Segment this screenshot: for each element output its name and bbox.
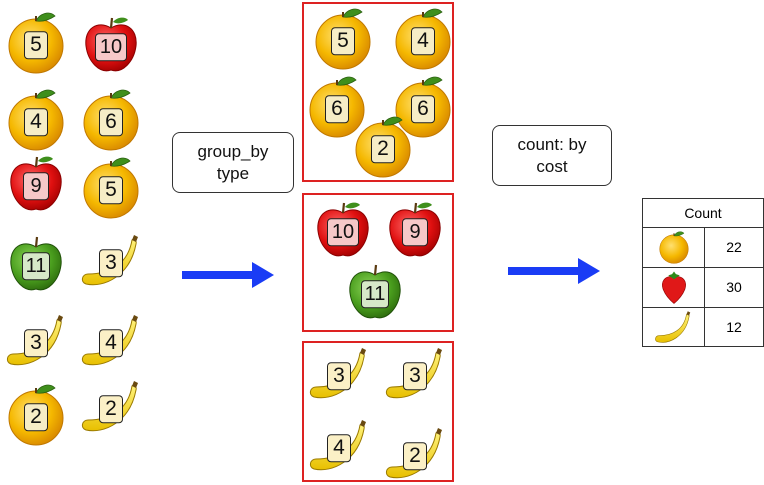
table-row: 30: [643, 268, 763, 308]
green-apple-icon: 11: [344, 261, 406, 323]
banana-icon: 4: [80, 310, 142, 372]
table-row: 22: [643, 228, 763, 268]
banana-icon: 2: [384, 423, 446, 485]
count-value: 30: [726, 279, 742, 295]
fruit-value: 4: [411, 27, 435, 56]
strawberry-icon: [649, 269, 699, 306]
right-arrow-icon: [508, 258, 600, 284]
fruit-value: 6: [99, 108, 123, 137]
orange-icon: [649, 229, 699, 266]
fruit-value: 9: [402, 218, 428, 247]
orange-icon: 6: [392, 76, 454, 138]
count-value: 12: [726, 319, 742, 335]
banana-icon: 4: [308, 415, 370, 477]
group-by-label: group_by type: [172, 132, 294, 193]
orange-icon: 2: [5, 384, 67, 446]
count-value: 22: [726, 239, 742, 255]
fruit-value: 4: [327, 434, 351, 463]
apple-group: 10 9 11: [302, 193, 454, 332]
right-arrow-icon: [182, 262, 274, 288]
banana-icon: 3: [80, 230, 142, 292]
fruit-value: 10: [95, 33, 127, 62]
fruit-value: 2: [99, 395, 123, 424]
fruit-value: 2: [24, 403, 48, 432]
count-by-label: count: by cost: [492, 125, 612, 186]
fruit-value: 6: [325, 95, 349, 124]
fruit-value: 9: [23, 172, 49, 201]
banana-icon: 3: [308, 343, 370, 405]
fruit-value: 3: [24, 329, 48, 358]
fruit-value: 3: [403, 362, 427, 391]
fruit-value: 4: [24, 108, 48, 137]
orange-icon: 4: [392, 8, 454, 70]
orange-group: 5 4 6 6 2: [302, 2, 454, 182]
orange-icon: 5: [5, 12, 67, 74]
orange-icon: 5: [80, 157, 142, 219]
orange-icon: 6: [306, 76, 368, 138]
count-table-header: Count: [643, 199, 763, 228]
green-apple-icon: 11: [5, 233, 67, 295]
red-apple-icon: 10: [312, 199, 374, 261]
banana-icon: [649, 309, 699, 346]
orange-icon: 5: [312, 8, 374, 70]
banana-icon: 3: [384, 343, 446, 405]
fruit-value: 5: [24, 31, 48, 60]
column-divider: [704, 308, 705, 347]
orange-icon: 4: [5, 89, 67, 151]
fruit-value: 2: [403, 442, 427, 471]
orange-icon: 6: [80, 89, 142, 151]
banana-icon: 2: [80, 376, 142, 438]
fruit-value: 10: [327, 218, 359, 247]
banana-icon: 3: [5, 310, 67, 372]
fruit-value: 3: [99, 249, 123, 278]
column-divider: [704, 268, 705, 307]
fruit-value: 2: [371, 135, 395, 164]
orange-icon: 2: [352, 116, 414, 178]
red-apple-icon: 9: [384, 199, 446, 261]
count-table: Count 22 30 12: [642, 198, 764, 347]
table-row: 12: [643, 308, 763, 347]
red-apple-icon: 10: [80, 14, 142, 76]
fruit-value: 3: [327, 362, 351, 391]
fruit-value: 5: [99, 176, 123, 205]
fruit-value: 6: [411, 95, 435, 124]
red-apple-icon: 9: [5, 153, 67, 215]
fruit-value: 4: [99, 329, 123, 358]
fruit-value: 11: [22, 252, 50, 281]
fruit-value: 11: [361, 280, 389, 309]
column-divider: [704, 228, 705, 267]
fruit-value: 5: [331, 27, 355, 56]
banana-group: 3 3 4 2: [302, 341, 454, 482]
